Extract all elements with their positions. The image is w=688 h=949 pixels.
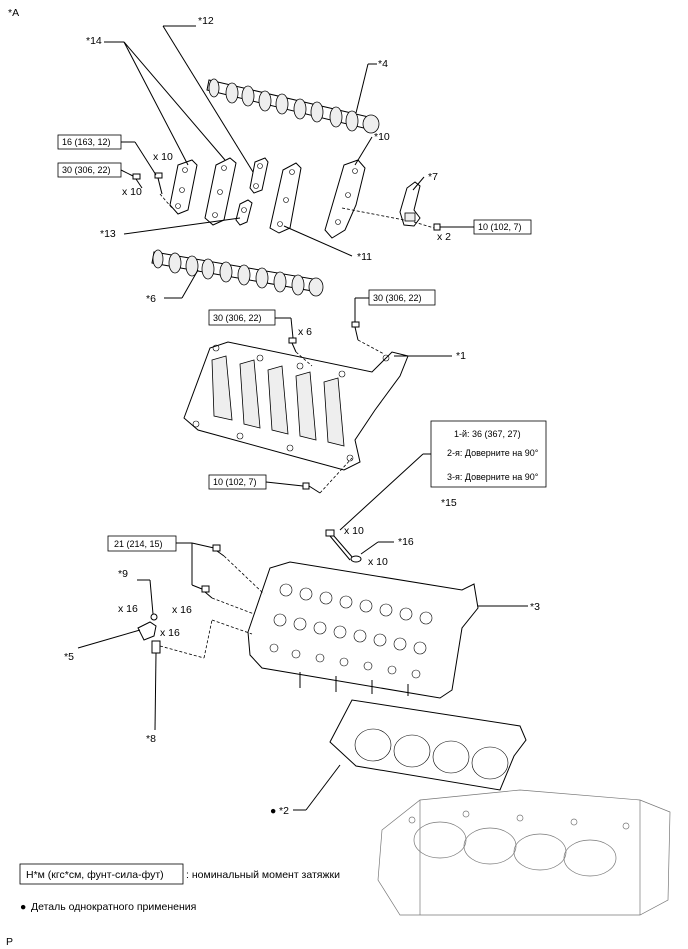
label-part-15: *15 [441, 497, 457, 509]
footer-label: P [6, 936, 13, 948]
torque-value-30a: 30 (306, 22) [62, 165, 111, 175]
corner-label: *A [8, 7, 19, 19]
cylinder-head-bolt-icon [325, 529, 354, 561]
label-part-13: *13 [100, 228, 116, 240]
qty-lash-adjusters-a: x 16 [172, 604, 192, 616]
qty-washers: x 10 [368, 556, 388, 568]
cylinder-block-illustration [377, 789, 671, 916]
label-part-4: *4 [378, 58, 388, 70]
label-part-7: *7 [428, 171, 438, 183]
label-part-12: *12 [198, 15, 214, 27]
qty-housing-bolts: x 6 [298, 326, 312, 338]
torque-value-10a: 10 (102, 7) [478, 222, 522, 232]
oil-control-valve-illustration [399, 181, 421, 227]
label-part-3: *3 [530, 601, 540, 613]
qty-cam-housing-bolts: x 10 [122, 186, 142, 198]
torque-step-2: 2-я: Доверните на 90° [447, 448, 539, 458]
legend-torque-box [19, 863, 184, 885]
bolt-icon [201, 544, 225, 599]
qty-head-bolts: x 10 [344, 525, 364, 537]
washer-icon [350, 555, 362, 563]
multi-step-torque-box [430, 420, 547, 488]
label-part-10: *10 [374, 131, 390, 143]
torque-step-3: 3-я: Доверните на 90° [447, 472, 539, 482]
legend-torque-description: : номинальный момент затяжки [186, 869, 340, 881]
lash-adjuster-icon [150, 613, 158, 621]
legend-single-use-text: Деталь однократного применения [31, 901, 196, 913]
bolt-icon [302, 482, 321, 494]
torque-value-10b: 10 (102, 7) [213, 477, 257, 487]
legend-torque-format: Н*м (кгс*см, фунт-сила-фут) [26, 869, 164, 881]
torque-value-30b: 30 (306, 22) [373, 293, 422, 303]
label-part-16: *16 [398, 536, 414, 548]
exhaust-camshaft-illustration [151, 249, 324, 297]
label-part-2: *2 [279, 805, 289, 817]
cylinder-head-gasket-illustration [329, 699, 527, 791]
label-part-8: *8 [146, 733, 156, 745]
qty-lash-adjusters-b: x 16 [160, 627, 180, 639]
torque-step-1: 1-й: 36 (367, 27) [454, 429, 521, 439]
torque-value-30c: 30 (306, 22) [213, 313, 262, 323]
bolt-icon [433, 223, 441, 231]
roller-rocker-arm-icon [137, 621, 157, 641]
torque-value-16: 16 (163, 12) [62, 137, 111, 147]
qty-bearing-cap-bolts: x 10 [153, 151, 173, 163]
intake-camshaft-illustration [206, 78, 380, 134]
torque-value-21: 21 (214, 15) [114, 539, 163, 549]
gasket-single-use-marker: ● [270, 805, 276, 817]
bearing-cap-bolt-icon [132, 172, 163, 195]
camshaft-bearing-cap-illustration [169, 157, 366, 239]
hydraulic-lash-adjuster-icon [151, 640, 161, 654]
label-part-14: *14 [86, 35, 102, 47]
qty-ocv-bolts: x 2 [437, 231, 451, 243]
bolt-icon [351, 321, 360, 341]
bolt-icon [288, 337, 297, 353]
qty-rocker-arms: x 16 [118, 603, 138, 615]
label-part-6: *6 [146, 293, 156, 305]
label-part-9: *9 [118, 568, 128, 580]
label-part-11: *11 [357, 251, 372, 263]
cylinder-head-illustration [247, 561, 479, 699]
label-part-1: *1 [456, 350, 466, 362]
legend-single-use-bullet: ● [20, 901, 26, 913]
camshaft-housing-illustration [183, 341, 409, 471]
label-part-5: *5 [64, 651, 74, 663]
